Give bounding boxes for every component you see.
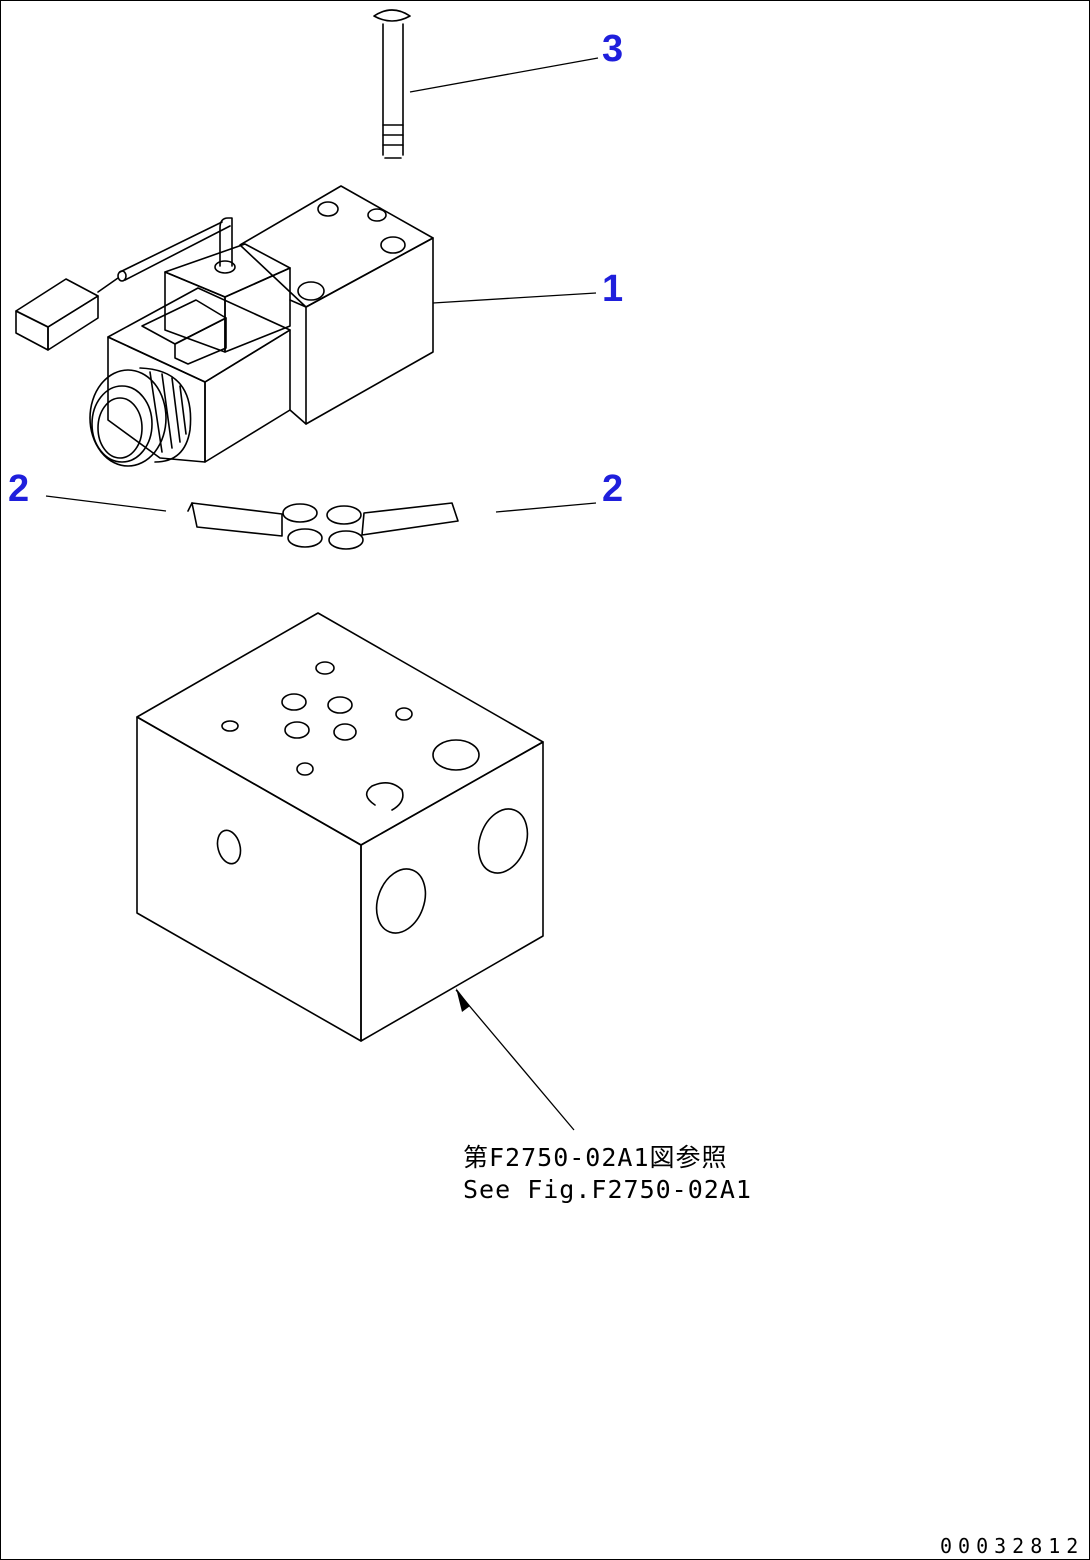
callout-2-right: 2: [602, 468, 624, 510]
bolt-drawing: [373, 9, 411, 159]
callout-2-left: 2: [8, 468, 30, 510]
manifold-block-drawing: [136, 612, 544, 1042]
callout-3: 3: [602, 28, 624, 70]
reference-note-japanese: 第F2750-02A1図参照: [463, 1143, 728, 1172]
leader-line-3: [409, 57, 599, 93]
callout-1: 1: [602, 268, 624, 310]
reference-arrow: [455, 988, 575, 1131]
reference-note-english: See Fig.F2750-02A1: [463, 1175, 752, 1204]
o-rings-drawing: [187, 502, 459, 550]
leader-line-1: [432, 292, 597, 304]
document-id: 00032812: [940, 1534, 1085, 1558]
solenoid-valve-drawing: [15, 185, 434, 467]
leader-line-2-right: [495, 502, 597, 513]
leader-line-2-left: [45, 495, 167, 512]
